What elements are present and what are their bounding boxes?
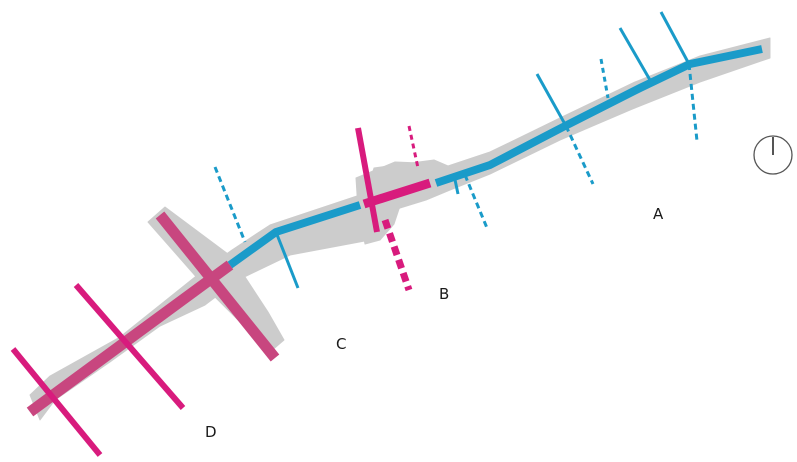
label-a: A [653,205,664,223]
magenta-cross-streets [10,125,420,457]
north-arrow-icon [753,135,793,175]
blue-cross-9 [659,11,691,65]
blue-cross-3 [452,174,460,195]
magenta-cross-4-dashed [407,125,420,169]
blue-cross-6-dashed [564,125,595,185]
magenta-diagonal-branch [155,211,280,362]
blue-cross-5 [535,73,568,127]
blue-cross-streets [213,11,699,289]
magenta-main-route [26,260,234,417]
label-b: B [439,285,449,303]
magenta-cross-3 [355,127,380,233]
label-c: C [336,335,346,353]
blue-east-route [434,45,763,187]
label-d: D [205,423,217,441]
magenta-cross-2 [73,283,186,410]
magenta-b-link [362,178,432,209]
blue-cross-1-dashed [213,166,247,243]
magenta-cross-1 [10,347,103,457]
blue-cross-2 [274,231,300,289]
magenta-cross-5-dashed [381,218,413,292]
blue-cross-7-dashed [599,58,610,99]
magenta-line [26,178,432,417]
blue-cross-8 [618,27,652,81]
blue-cross-10-dashed [687,63,699,142]
